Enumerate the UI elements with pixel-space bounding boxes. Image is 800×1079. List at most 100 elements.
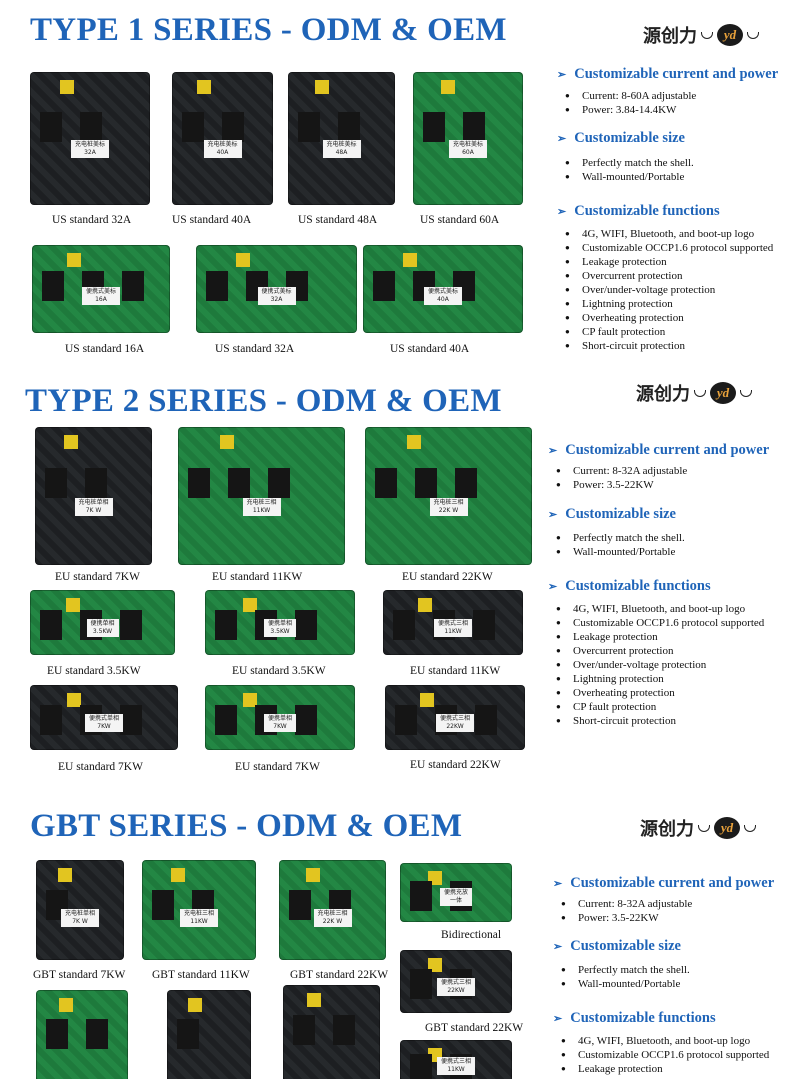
feature-item: Customizable OCCP1.6 protocol supported	[561, 1048, 769, 1062]
transformer	[306, 868, 320, 882]
feature-item: Power: 3.84-14.4KW	[565, 103, 676, 117]
pcb-board-image	[167, 990, 251, 1079]
board-label: 便携式三相 11KW	[436, 1057, 476, 1076]
logo-mark-icon: yd	[714, 817, 740, 839]
relay	[122, 271, 144, 302]
pcb-board-image: 便携充放 一体	[400, 863, 512, 922]
feature-item: Current: 8-32A adjustable	[556, 464, 687, 478]
pcb-board-image: 充电桩三相 22K W	[365, 427, 532, 565]
feature-item: CP fault protection	[556, 700, 656, 714]
logo-swirl-icon	[698, 824, 710, 832]
pcb-board-image: 便携式单相 7KW	[30, 685, 178, 750]
board-caption: GBT standard 7KW	[33, 969, 126, 981]
feature-heading-text: Customizable size	[565, 506, 676, 522]
relay	[80, 111, 102, 142]
board-caption: US standard 16A	[65, 343, 145, 355]
board-caption: US standard 32A	[52, 214, 132, 226]
transformer	[307, 993, 321, 1007]
relay	[40, 609, 62, 640]
board-caption: EU standard 7KW	[235, 761, 320, 773]
relay	[215, 609, 237, 640]
feature-heading-text: Customizable size	[574, 130, 685, 146]
relay	[298, 111, 320, 142]
board-label: 充电桩美标 40A	[203, 140, 242, 159]
transformer	[66, 598, 80, 612]
feature-heading-text: Customizable current and power	[574, 66, 779, 82]
relay	[410, 880, 432, 911]
relay	[410, 968, 432, 999]
relay	[206, 271, 228, 302]
relay	[295, 704, 317, 735]
feature-heading: ➢Customizable size	[557, 130, 685, 147]
transformer	[420, 693, 434, 707]
board-label: 充电桩美标 48A	[322, 140, 361, 159]
transformer	[64, 435, 78, 449]
logo-swirl-icon	[747, 31, 759, 39]
board-caption: GBT standard 22KW	[425, 1022, 524, 1034]
transformer	[188, 998, 202, 1012]
board-caption: US standard 32A	[215, 343, 295, 355]
pcb-board-image: 便携式三相 11KW	[400, 1040, 512, 1079]
board-caption: EU standard 11KW	[410, 665, 501, 677]
relay	[289, 890, 311, 920]
feature-heading: ➢Customizable functions	[548, 578, 711, 595]
relay	[463, 111, 485, 142]
feature-item: Wall-mounted/Portable	[561, 977, 680, 991]
relay	[475, 704, 497, 735]
feature-item: Leakage protection	[565, 255, 667, 269]
board-caption: US standard 40A	[390, 343, 470, 355]
board-label: 便携式单相 7KW	[84, 713, 124, 732]
feature-item: Over/under-voltage protection	[565, 283, 715, 297]
relay	[393, 609, 415, 640]
board-label: 便携单相 7KW	[263, 713, 297, 732]
feature-heading: ➢ Customizable size	[553, 938, 681, 955]
logo-swirl-icon	[744, 824, 756, 832]
feature-item: Overheating protection	[565, 311, 684, 325]
relay	[177, 1018, 199, 1049]
feature-heading: ➢Customizable size	[548, 506, 676, 523]
arrow-bullet-icon: ➢	[557, 69, 567, 81]
feature-heading: ➢Customizable functions	[553, 1010, 716, 1027]
relay	[85, 468, 107, 499]
feature-item: Current: 8-60A adjustable	[565, 89, 696, 103]
pcb-board-image: 便携式美标 40A	[363, 245, 523, 333]
transformer	[220, 435, 234, 449]
pcb-board-image: 便携式美标 16A	[32, 245, 170, 333]
board-label: 便携单相 3.5KW	[86, 618, 119, 637]
logo-swirl-icon	[694, 389, 706, 397]
board-label: 便携式美标 32A	[257, 287, 296, 306]
board-caption: EU standard 7KW	[55, 571, 140, 583]
relay	[86, 1018, 108, 1049]
relay	[188, 468, 210, 499]
arrow-bullet-icon: ➢	[553, 941, 563, 953]
logo-text: 源创力	[636, 384, 690, 404]
board-caption: EU standard 3.5KW	[232, 665, 326, 677]
pcb-board-image	[36, 990, 128, 1079]
board-label: 充电桩单相 7K W	[74, 498, 113, 517]
board-caption: GBT standard 22KW	[290, 969, 389, 981]
relay	[120, 609, 142, 640]
pcb-board-image: 便携式三相 22KW	[400, 950, 512, 1013]
relay	[293, 1015, 315, 1045]
arrow-bullet-icon: ➢	[553, 878, 563, 890]
transformer	[236, 253, 250, 267]
pcb-board-image: 充电桩美标 40A	[172, 72, 273, 205]
feature-heading-text: Customizable current and power	[570, 875, 775, 891]
transformer	[315, 80, 329, 94]
relay	[40, 704, 62, 735]
relay	[222, 111, 244, 142]
board-label: 便携式美标 40A	[423, 287, 463, 306]
relay	[373, 271, 395, 302]
board-label: 充电桩三相 11KW	[242, 498, 281, 517]
arrow-bullet-icon: ➢	[553, 1013, 563, 1025]
feature-item: Overcurrent protection	[565, 269, 683, 283]
feature-heading: ➢ Customizable current and power	[557, 66, 778, 83]
transformer	[59, 998, 73, 1012]
arrow-bullet-icon: ➢	[548, 445, 558, 457]
feature-heading-text: Customizable size	[570, 938, 681, 954]
transformer	[428, 958, 442, 972]
